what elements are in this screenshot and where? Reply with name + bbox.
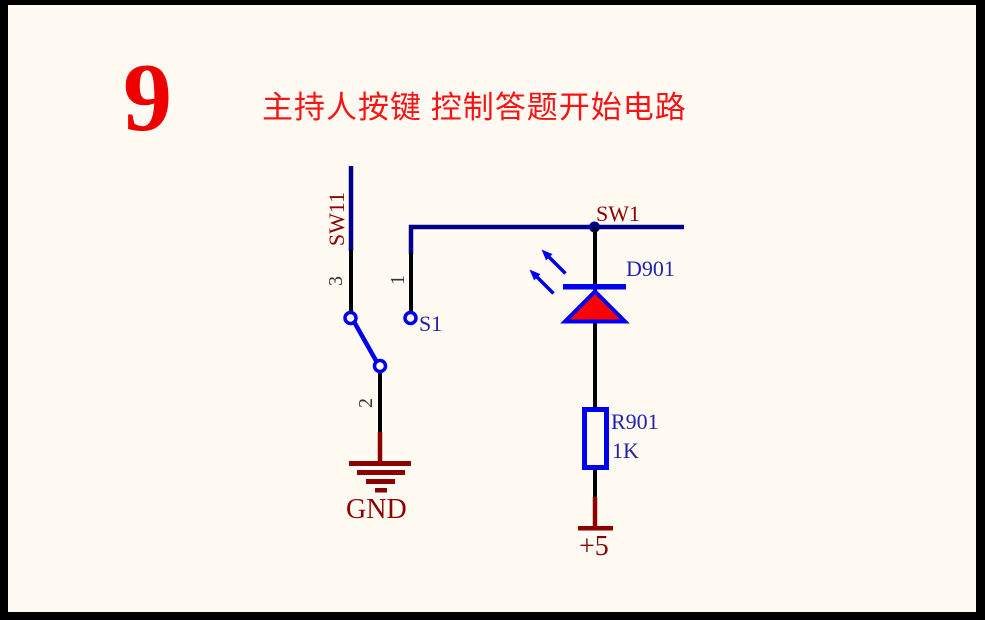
r901-value-label: 1K	[612, 438, 639, 463]
sw11-pin2-number: 2	[355, 398, 377, 408]
switch-sw11-symbol	[343, 310, 388, 374]
switch-contact-s1-symbol	[403, 310, 418, 326]
resistor-body	[582, 407, 609, 470]
ground-symbol-icon	[349, 461, 411, 493]
page-title: 主持人按键 控制答题开始电路	[262, 90, 687, 125]
led-anode-triangle	[560, 288, 630, 324]
switch-contact-pin1	[403, 310, 418, 326]
circuit-schematic: SW11 3 1 2 S1 SW1 D901 R901 1K GND +5	[324, 166, 684, 562]
schematic-labels: SW11 3 1 2 S1 SW1 D901 R901 1K GND +5	[324, 192, 675, 562]
power-label: +5	[579, 531, 609, 562]
led-d901-symbol	[529, 249, 630, 324]
d901-designator-label: D901	[626, 256, 675, 281]
resistor-r901-symbol	[582, 407, 609, 470]
led-cathode-bar	[563, 284, 626, 290]
power-rail-icon	[578, 526, 613, 531]
gnd-label: GND	[346, 494, 407, 525]
net-wires	[348, 166, 684, 254]
r901-designator-label: R901	[611, 409, 659, 434]
switch-contact-pin2	[372, 358, 388, 374]
rail-stub-wires	[377, 432, 598, 527]
switch-contact-pin3	[343, 310, 358, 326]
s1-pin1-number: 1	[387, 275, 409, 285]
s1-designator-label: S1	[419, 311, 442, 336]
sw1-net-label: SW1	[596, 201, 640, 226]
switch-lever	[352, 320, 379, 364]
light-emission-arrows-icon	[529, 249, 567, 295]
page-number: 9	[123, 44, 172, 152]
sw11-designator-label: SW11	[324, 192, 349, 246]
sw11-pin3-number: 3	[325, 276, 347, 286]
